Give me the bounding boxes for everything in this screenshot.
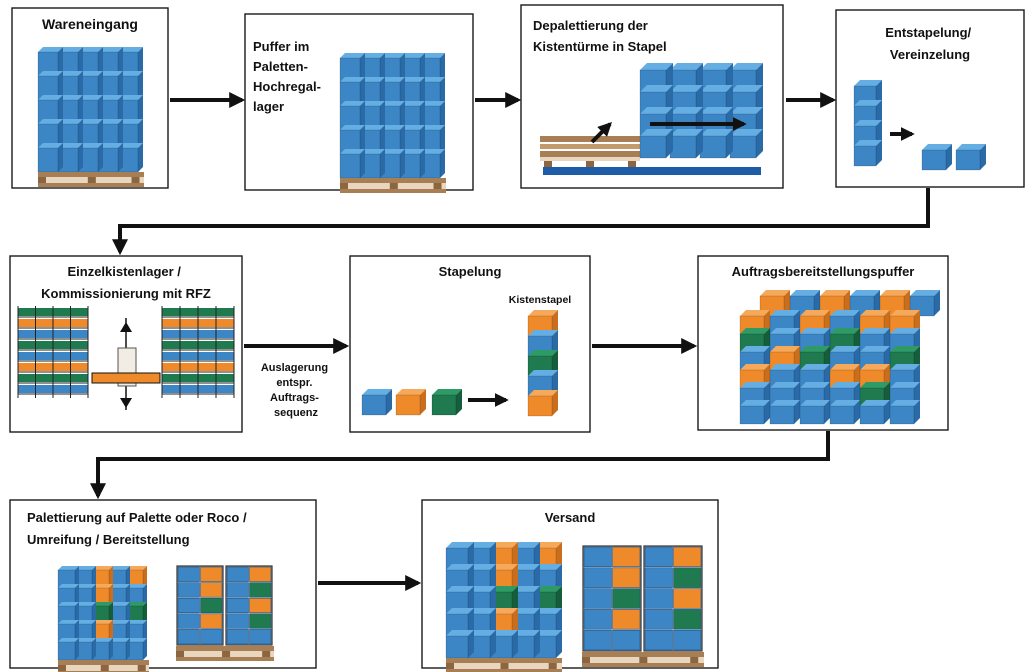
step-title: Wareneingang	[42, 16, 138, 32]
step-stapelung: Stapelung Kistenstapel	[349, 255, 591, 433]
crate-icon	[955, 144, 986, 171]
step-title: Entstapelung/ Vereinzelung	[885, 25, 975, 62]
crate-icon	[74, 584, 96, 607]
crate-icon	[57, 620, 79, 643]
pallet-icon	[540, 136, 640, 167]
step-title: Auftragsbereitstellungspuffer	[732, 264, 915, 279]
crate-icon	[37, 71, 63, 101]
step-palettierung: Palettierung auf Palette oder Roco / Umr…	[9, 499, 317, 672]
step-auftragsbereitstellung: Auftragsbereitstellungspuffer	[697, 255, 949, 431]
conveyor-icon	[543, 167, 761, 175]
mixed-pallet-stack-icon	[445, 542, 562, 672]
crate-icon	[361, 389, 392, 416]
crate-stack-icon	[853, 80, 882, 167]
step-title: Stapelung	[439, 264, 502, 279]
crate-icon	[125, 620, 147, 643]
crate-icon	[729, 129, 763, 159]
pallet-icon	[446, 658, 562, 672]
crate-icon	[37, 47, 63, 77]
crate-icon	[699, 129, 733, 159]
crate-towers-icon	[639, 63, 763, 159]
crate-icon	[108, 638, 130, 661]
step-title: Depalettierung der Kistentürme in Stapel	[533, 18, 667, 54]
crate-icon	[395, 389, 426, 416]
mixed-pallet-stack-icon	[57, 566, 149, 672]
flow-arrow-icon	[90, 431, 830, 500]
roll-container-icon	[582, 545, 704, 667]
crate-icon	[431, 389, 462, 416]
step-versand: Versand	[421, 499, 719, 672]
crate-icon	[91, 584, 113, 607]
crate-icon	[125, 584, 147, 607]
crate-icon	[108, 566, 130, 589]
lift-arrow-icon	[590, 122, 612, 144]
crate-icon	[37, 143, 63, 173]
crate-icon	[669, 129, 703, 159]
crate-icon	[74, 602, 96, 625]
step-title: Palettierung auf Palette oder Roco / Umr…	[27, 510, 250, 547]
crate-icon	[527, 390, 558, 417]
crate-icon	[91, 602, 113, 625]
crate-icon	[339, 101, 365, 131]
pallet-icon	[58, 660, 149, 672]
crate-icon	[853, 140, 882, 167]
crate-icon	[445, 630, 474, 659]
crate-icon	[57, 638, 79, 661]
step-title: Einzelkistenlager / Kommissionierung mit…	[41, 264, 211, 301]
pallet-icon	[38, 172, 144, 187]
crate-icon	[799, 400, 830, 425]
pallet-stack-icon	[37, 47, 144, 187]
crate-icon	[739, 400, 770, 425]
crate-icon	[921, 144, 952, 171]
pallet-stack-icon	[339, 53, 446, 193]
crate-icon	[889, 400, 920, 425]
crate-icon	[108, 584, 130, 607]
crate-icon	[339, 53, 365, 83]
auslagerung-label: Auslagerung entspr. Auftrags- sequenz	[261, 362, 331, 419]
crate-icon	[859, 400, 890, 425]
crate-icon	[37, 119, 63, 149]
shelf-rack-icon	[17, 306, 89, 398]
crate-icon	[339, 149, 365, 179]
crate-icon	[829, 400, 860, 425]
crate-icon	[91, 638, 113, 661]
crate-icon	[921, 144, 952, 171]
order-buffer-stacks-icon	[739, 290, 940, 425]
step-title: Versand	[545, 510, 596, 525]
crate-icon	[955, 144, 986, 171]
crate-stack-icon	[527, 310, 558, 417]
crate-icon	[57, 566, 79, 589]
kistenstapel-label: Kistenstapel	[509, 294, 572, 306]
shelf-rack-icon	[161, 306, 235, 398]
pallet-icon	[176, 646, 274, 661]
crate-icon	[37, 95, 63, 125]
pallet-icon	[340, 178, 446, 193]
crate-icon	[639, 129, 673, 159]
crate-icon	[57, 584, 79, 607]
crate-icon	[431, 389, 462, 416]
crate-icon	[125, 566, 147, 589]
crate-icon	[91, 566, 113, 589]
crate-icon	[74, 620, 96, 643]
crate-icon	[339, 125, 365, 155]
step-depalettierung: Depalettierung der Kistentürme in Stapel	[520, 4, 784, 189]
crate-icon	[125, 602, 147, 625]
storage-retrieval-machine-icon	[91, 318, 161, 410]
crate-icon	[769, 400, 800, 425]
crate-icon	[361, 389, 392, 416]
crate-icon	[395, 389, 426, 416]
step-puffer: Puffer im Paletten- Hochregal- lager	[244, 13, 474, 193]
pallet-icon	[582, 652, 704, 667]
step-einzelkistenlager: Einzelkistenlager / Kommissionierung mit…	[9, 255, 243, 433]
step-title: Puffer im Paletten- Hochregal- lager	[253, 39, 325, 114]
crate-icon	[74, 566, 96, 589]
roll-container-icon	[176, 565, 274, 661]
flow-arrow-icon	[112, 188, 930, 256]
step-entstapelung: Entstapelung/ Vereinzelung	[835, 9, 1025, 188]
step-wareneingang: Wareneingang	[11, 7, 169, 189]
